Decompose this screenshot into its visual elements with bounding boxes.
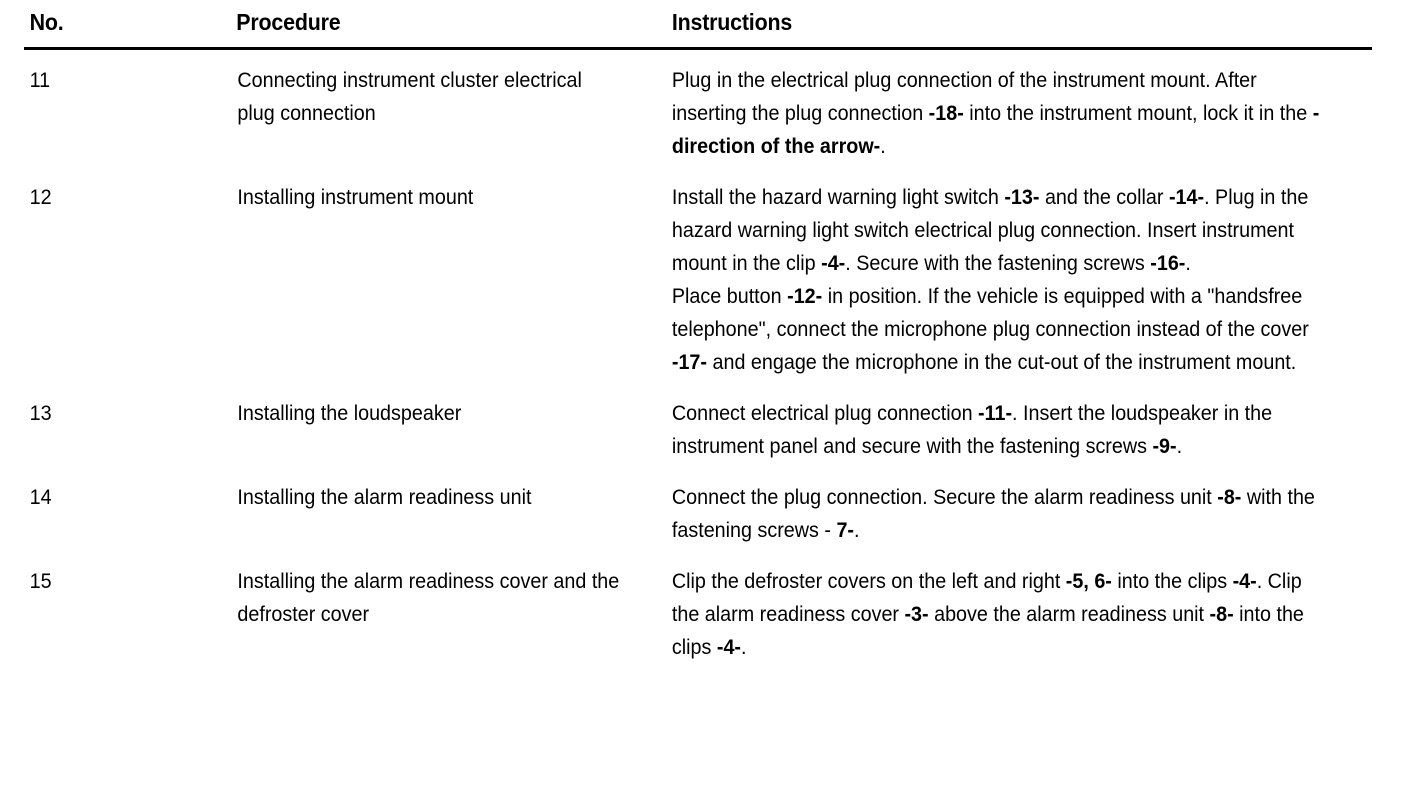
instruction-text: Plug in the electrical plug connection o…: [671, 69, 1257, 125]
instruction-text: .: [880, 135, 886, 158]
cell-step-number: 14: [29, 486, 52, 509]
instruction-text: .: [1176, 435, 1183, 458]
instruction-ref-marker: -16-: [1150, 252, 1186, 275]
instruction-text: above the alarm readiness unit: [928, 603, 1210, 626]
instruction-ref-marker: -8-: [1209, 603, 1234, 626]
cell-instructions: Plug in the electrical plug connection o…: [670, 64, 1330, 181]
instruction-text: in position. If the vehicle is equipped …: [671, 285, 1309, 341]
instruction-text: . Insert the loudspeaker in the instrume…: [671, 402, 1273, 458]
cell-step-number: 11: [29, 69, 51, 92]
instruction-ref-marker: -18-: [928, 102, 964, 125]
column-header-instructions: Instructions: [671, 9, 793, 35]
instruction-ref-marker: -4-: [716, 636, 741, 659]
cell-instructions: Install the hazard warning light switch …: [670, 181, 1330, 397]
instruction-text: and engage the microphone in the cut-out…: [706, 351, 1297, 374]
instruction-ref-marker: -5, 6-: [1065, 570, 1112, 593]
instruction-ref-marker: -12-: [787, 285, 823, 308]
cell-instructions: Connect the plug connection. Secure the …: [670, 481, 1330, 565]
cell-instructions: Connect electrical plug connection -11-.…: [670, 397, 1330, 481]
cell-instructions: Clip the defroster covers on the left an…: [670, 565, 1330, 664]
instruction-ref-marker: -8-: [1217, 486, 1242, 509]
cell-procedure: Installing instrument mount: [237, 186, 474, 209]
cell-procedure: Installing the alarm readiness unit: [237, 486, 532, 509]
instruction-text: into the clips: [1111, 570, 1233, 593]
cell-step-number: 12: [29, 186, 52, 209]
cell-procedure: Connecting instrument cluster electrical…: [237, 69, 582, 125]
instruction-text: Connect the plug connection. Secure the …: [671, 486, 1218, 509]
column-header-no: No.: [29, 9, 64, 35]
instruction-text: . Clip the alarm readiness cover: [671, 570, 1302, 626]
instruction-text: and the collar: [1039, 186, 1169, 209]
instruction-text: Connect electrical plug connection: [671, 402, 979, 425]
instruction-ref-marker: -14-: [1168, 186, 1205, 209]
instruction-ref-marker: 7-: [836, 519, 855, 542]
instruction-text: with the fastening screws -: [671, 486, 1315, 542]
instruction-ref-marker: -11-: [978, 402, 1013, 425]
instruction-text: . Plug in the hazard warning light switc…: [671, 186, 1309, 275]
instruction-text: .: [1185, 252, 1191, 275]
cell-procedure: Installing the loudspeaker: [237, 402, 462, 425]
table-row: 12 Installing instrument mount Install the…: [24, 181, 1372, 397]
instruction-text: into the clips: [671, 603, 1304, 659]
header-row: No. Procedure Instructions: [24, 8, 1372, 46]
cell-procedure: Installing the alarm readiness cover and…: [237, 570, 620, 626]
table-header: No. Procedure Instructions: [24, 8, 1372, 64]
instruction-text: . Secure with the fastening screws: [845, 252, 1151, 275]
instruction-ref-marker: -9-: [1152, 435, 1177, 458]
instruction-ref-marker: -4-: [1232, 570, 1257, 593]
instruction-text: Clip the defroster covers on the left an…: [671, 570, 1066, 593]
header-rule-row: [24, 46, 1372, 50]
header-divider-rule: [24, 46, 1372, 50]
instruction-ref-marker: -13-: [1004, 186, 1040, 209]
instruction-ref-marker: -3-: [904, 603, 929, 626]
column-header-procedure: Procedure: [236, 9, 341, 35]
table-row: 11 Connecting instrument cluster electric…: [24, 64, 1372, 181]
header-rule-cell: [24, 46, 1372, 50]
cell-step-number: 13: [29, 402, 52, 425]
instruction-text: .: [740, 636, 747, 659]
table-body: 11 Connecting instrument cluster electric…: [24, 64, 1372, 664]
instruction-text: Install the hazard warning light switch: [671, 186, 1005, 209]
instruction-text: .: [854, 519, 860, 542]
table-row: 14 Installing the alarm readiness unit Con…: [24, 481, 1372, 565]
instruction-ref-marker: -17-: [671, 351, 707, 374]
table-row: 15 Installing the alarm readiness cover a…: [24, 565, 1372, 664]
instruction-text: into the instrument mount, lock it in th…: [963, 102, 1313, 125]
header-rule-spacer: [24, 50, 1372, 64]
instruction-text: Place button: [671, 285, 788, 308]
cell-step-number: 15: [29, 570, 52, 593]
instruction-ref-marker: -4-: [821, 252, 846, 275]
procedure-table: No. Procedure Instructions 11 Connecting …: [24, 8, 1372, 664]
instruction-ref-marker: -direction of the arrow-: [671, 102, 1320, 158]
table-row: 13 Installing the loudspeaker Connect elec…: [24, 397, 1372, 481]
